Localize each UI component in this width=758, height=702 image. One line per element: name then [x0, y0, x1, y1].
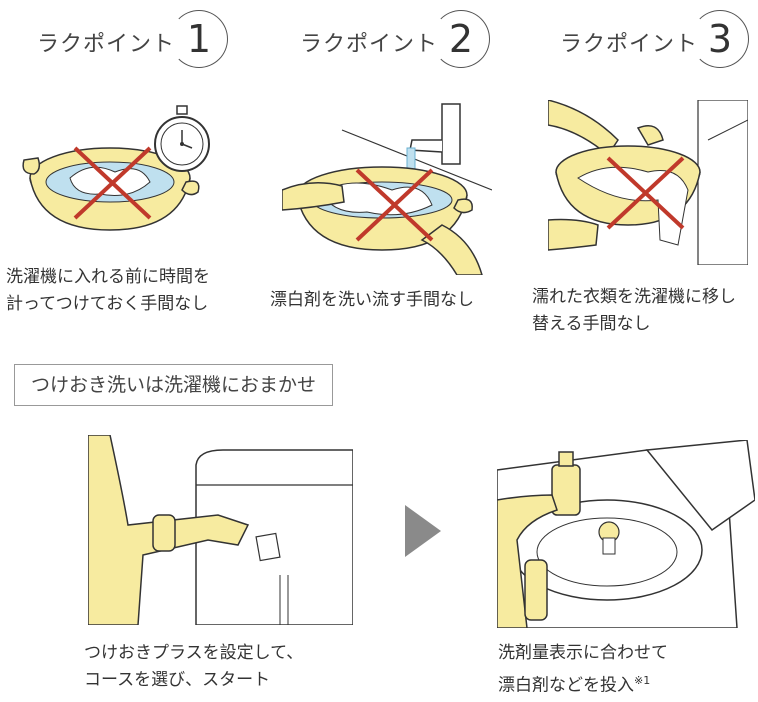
point-2-caption-line-1: 漂白剤を洗い流す手間なし [270, 290, 474, 310]
step-1-caption-line-1: つけおきプラスを設定して、 [84, 643, 304, 663]
point-2-label: ラクポイント [300, 32, 439, 57]
step-1-caption-line-2: コースを選び、スタート [84, 670, 271, 690]
point-3-caption-line-2: 替える手間なし [532, 314, 651, 334]
point-1-caption-line-2: 計ってつけておく手間なし [6, 294, 209, 314]
section-tag: つけおき洗いは洗濯機におまかせ [14, 364, 334, 406]
move-clothes-illustration [548, 100, 748, 265]
step-2-caption-line-1: 洗剤量表示に合わせて [498, 643, 668, 663]
step-2-caption: 洗剤量表示に合わせて 漂白剤などを投入※1 [498, 640, 668, 700]
point-1-caption-line-1: 洗濯機に入れる前に時間を [6, 267, 210, 287]
point-2-caption: 漂白剤を洗い流す手間なし [270, 287, 474, 314]
step-1-caption: つけおきプラスを設定して、 コースを選び、スタート [84, 640, 303, 694]
point-3-caption-line-1: 濡れた衣類を洗濯機に移し [532, 287, 736, 307]
point-3-number: 3 [691, 10, 749, 68]
basin-timer-illustration [22, 105, 210, 231]
arrow-right-icon [405, 505, 441, 557]
point-1-number: 1 [170, 10, 228, 68]
washer-detergent-illustration [497, 440, 755, 628]
point-2-number: 2 [432, 10, 490, 68]
footnote-marker: ※1 [634, 674, 651, 687]
point-3-label: ラクポイント [560, 32, 699, 57]
point-1-caption: 洗濯機に入れる前に時間を 計ってつけておく手間なし [6, 264, 210, 318]
point-3-caption: 濡れた衣類を洗濯機に移し 替える手間なし [532, 284, 736, 338]
washer-start-illustration [88, 435, 353, 625]
basin-faucet-illustration [282, 103, 492, 275]
point-1-label: ラクポイント [37, 32, 176, 57]
step-2-caption-text: 漂白剤などを投入 [498, 675, 634, 696]
step-2-caption-line-2: 漂白剤などを投入※1 [498, 667, 668, 700]
